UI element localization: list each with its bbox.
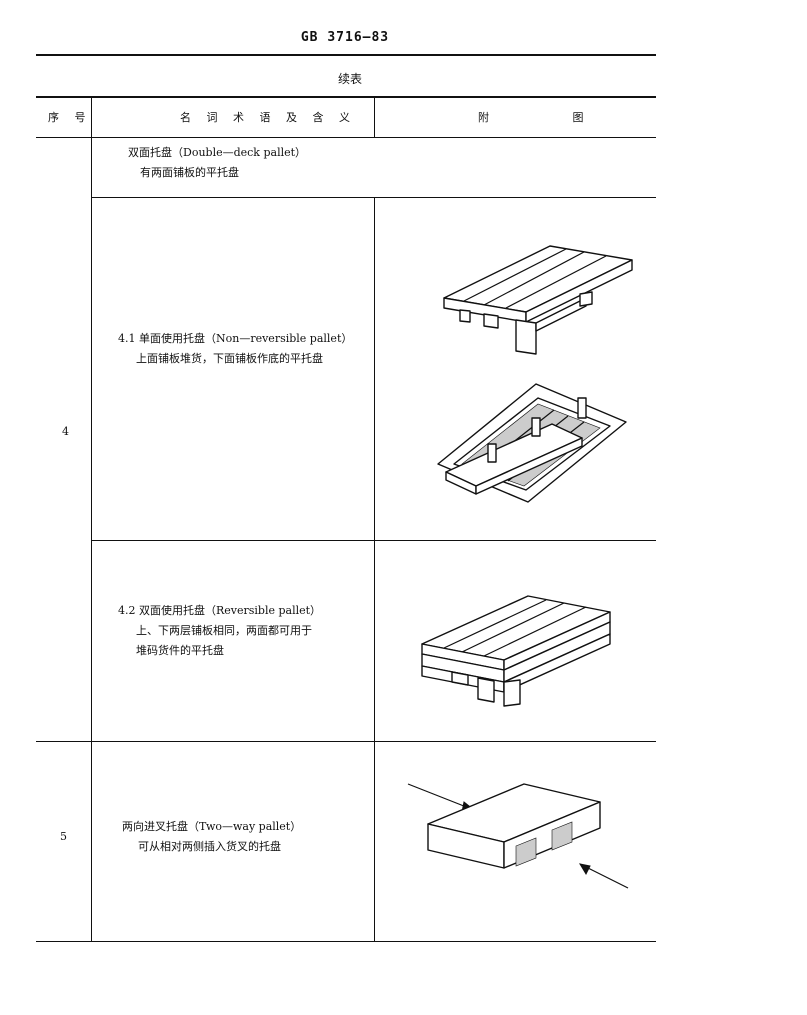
row-number: 5 xyxy=(60,830,67,843)
table-caption: 续表 xyxy=(337,72,362,86)
table-top-rule xyxy=(36,96,656,98)
reversible-pallet-icon xyxy=(421,595,611,707)
term-description: 可从相对两侧插入货叉的托盘 xyxy=(138,840,281,853)
term-description: 有两面铺板的平托盘 xyxy=(140,166,239,179)
term-title: 4.2 双面使用托盘（Reversible pallet） xyxy=(118,604,322,617)
term-description: 堆码货件的平托盘 xyxy=(136,644,224,657)
column-header-seq: 序 号 xyxy=(48,111,92,124)
table-bottom-rule xyxy=(36,941,656,942)
column-divider xyxy=(374,97,375,138)
column-divider xyxy=(91,97,92,942)
row-number: 4 xyxy=(62,425,69,438)
single-use-pallet-top-icon xyxy=(443,245,633,355)
column-header-term: 名 词 术 语 及 含 义 xyxy=(180,111,356,124)
term-title: 双面托盘（Double—deck pallet） xyxy=(128,146,307,159)
column-header-rule xyxy=(36,137,656,138)
single-use-pallet-bottom-icon xyxy=(437,383,627,503)
row-rule xyxy=(36,741,656,742)
term-description: 上、下两层铺板相同，两面都可用于 xyxy=(136,624,312,637)
term-description: 上面铺板堆货，下面铺板作底的平托盘 xyxy=(136,352,323,365)
two-way-pallet-icon xyxy=(407,783,629,889)
column-divider xyxy=(374,197,375,942)
document-standard-number: GB 3716—83 xyxy=(300,30,390,45)
header-rule xyxy=(36,54,656,56)
column-header-figure: 附 图 xyxy=(478,111,624,124)
term-title: 4.1 单面使用托盘（Non—reversible pallet） xyxy=(118,332,353,345)
term-title: 两向进叉托盘（Two—way pallet） xyxy=(122,820,302,833)
